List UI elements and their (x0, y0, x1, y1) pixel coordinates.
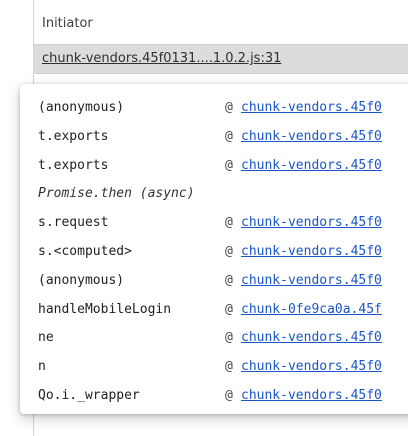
call-stack-frame: s.<computed> @ chunk-vendors.45f0 (20, 238, 408, 267)
initiator-header-label: Initiator (42, 16, 93, 31)
async-boundary-row: Promise.then (async) (20, 180, 408, 209)
call-stack-frame: (anonymous) @ chunk-vendors.45f0 (20, 94, 408, 123)
frame-function-name: (anonymous) (38, 272, 125, 288)
initiator-column-header[interactable]: Initiator (34, 0, 408, 44)
frame-at-sign: @ (225, 301, 233, 317)
call-stack-frame: (anonymous) @ chunk-vendors.45f0 (20, 267, 408, 296)
frame-source-link[interactable]: chunk-vendors.45f0 (241, 243, 382, 259)
frame-at-sign: @ (225, 215, 233, 231)
frame-at-sign: @ (225, 157, 233, 173)
call-stack-frame: t.exports @ chunk-vendors.45f0 (20, 152, 408, 181)
initiator-call-stack-popover: (anonymous) @ chunk-vendors.45f0 t.expor… (20, 84, 408, 414)
call-stack-frame: t.exports @ chunk-vendors.45f0 (20, 123, 408, 152)
frame-function-name: ne (38, 330, 54, 346)
frame-function-name: t.exports (38, 128, 109, 144)
frame-at-sign: @ (225, 330, 233, 346)
frame-at-sign: @ (225, 243, 233, 259)
initiator-source-link[interactable]: chunk-vendors.45f0131....1.0.2.js:31 (42, 51, 282, 66)
frame-source-link[interactable]: chunk-0fe9ca0a.45f (241, 301, 382, 317)
frame-at-sign: @ (225, 100, 233, 115)
frame-at-sign: @ (225, 128, 233, 144)
frame-function-name: t.exports (38, 157, 109, 173)
frame-source-link[interactable]: chunk-vendors.45f0 (241, 128, 382, 144)
frame-source-link[interactable]: chunk-vendors.45f0 (241, 359, 382, 375)
frame-function-name: Qo.i._wrapper (38, 387, 140, 403)
call-stack-list: (anonymous) @ chunk-vendors.45f0 t.expor… (20, 94, 408, 411)
frame-at-sign: @ (225, 387, 233, 403)
call-stack-frame: Qo.i._wrapper @ chunk-vendors.45f0 (20, 382, 408, 411)
call-stack-frame: s.request @ chunk-vendors.45f0 (20, 209, 408, 238)
frame-function-name: (anonymous) (38, 100, 125, 115)
frame-source-link[interactable]: chunk-vendors.45f0 (241, 215, 382, 231)
frame-function-name: s.<computed> (38, 243, 132, 259)
frame-source-link[interactable]: chunk-vendors.45f0 (241, 100, 382, 115)
frame-source-link[interactable]: chunk-vendors.45f0 (241, 272, 382, 288)
async-boundary-label: Promise.then (async) (38, 186, 195, 202)
call-stack-frame: n @ chunk-vendors.45f0 (20, 353, 408, 382)
frame-source-link[interactable]: chunk-vendors.45f0 (241, 157, 382, 173)
frame-function-name: n (38, 359, 46, 375)
call-stack-frame: ne @ chunk-vendors.45f0 (20, 324, 408, 353)
frame-source-link[interactable]: chunk-vendors.45f0 (241, 387, 382, 403)
frame-at-sign: @ (225, 272, 233, 288)
selected-request-row[interactable]: chunk-vendors.45f0131....1.0.2.js:31 (34, 44, 408, 74)
call-stack-frame: handleMobileLogin @ chunk-0fe9ca0a.45f (20, 296, 408, 325)
frame-function-name: s.request (38, 215, 109, 231)
frame-source-link[interactable]: chunk-vendors.45f0 (241, 330, 382, 346)
frame-function-name: handleMobileLogin (38, 301, 172, 317)
frame-at-sign: @ (225, 359, 233, 375)
